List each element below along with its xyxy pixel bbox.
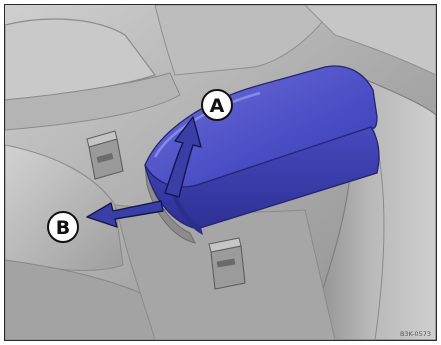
armrest-illustration: A B B3K-0573 (4, 4, 437, 341)
callout-b: B (48, 212, 78, 242)
car-interior-drawing: A B B3K-0573 (5, 5, 436, 340)
callout-a-label: A (210, 95, 225, 117)
callout-b-label: B (56, 217, 70, 239)
callout-a: A (202, 90, 232, 120)
center-belt-buckle (209, 238, 245, 289)
figure-code: B3K-0573 (400, 330, 431, 338)
